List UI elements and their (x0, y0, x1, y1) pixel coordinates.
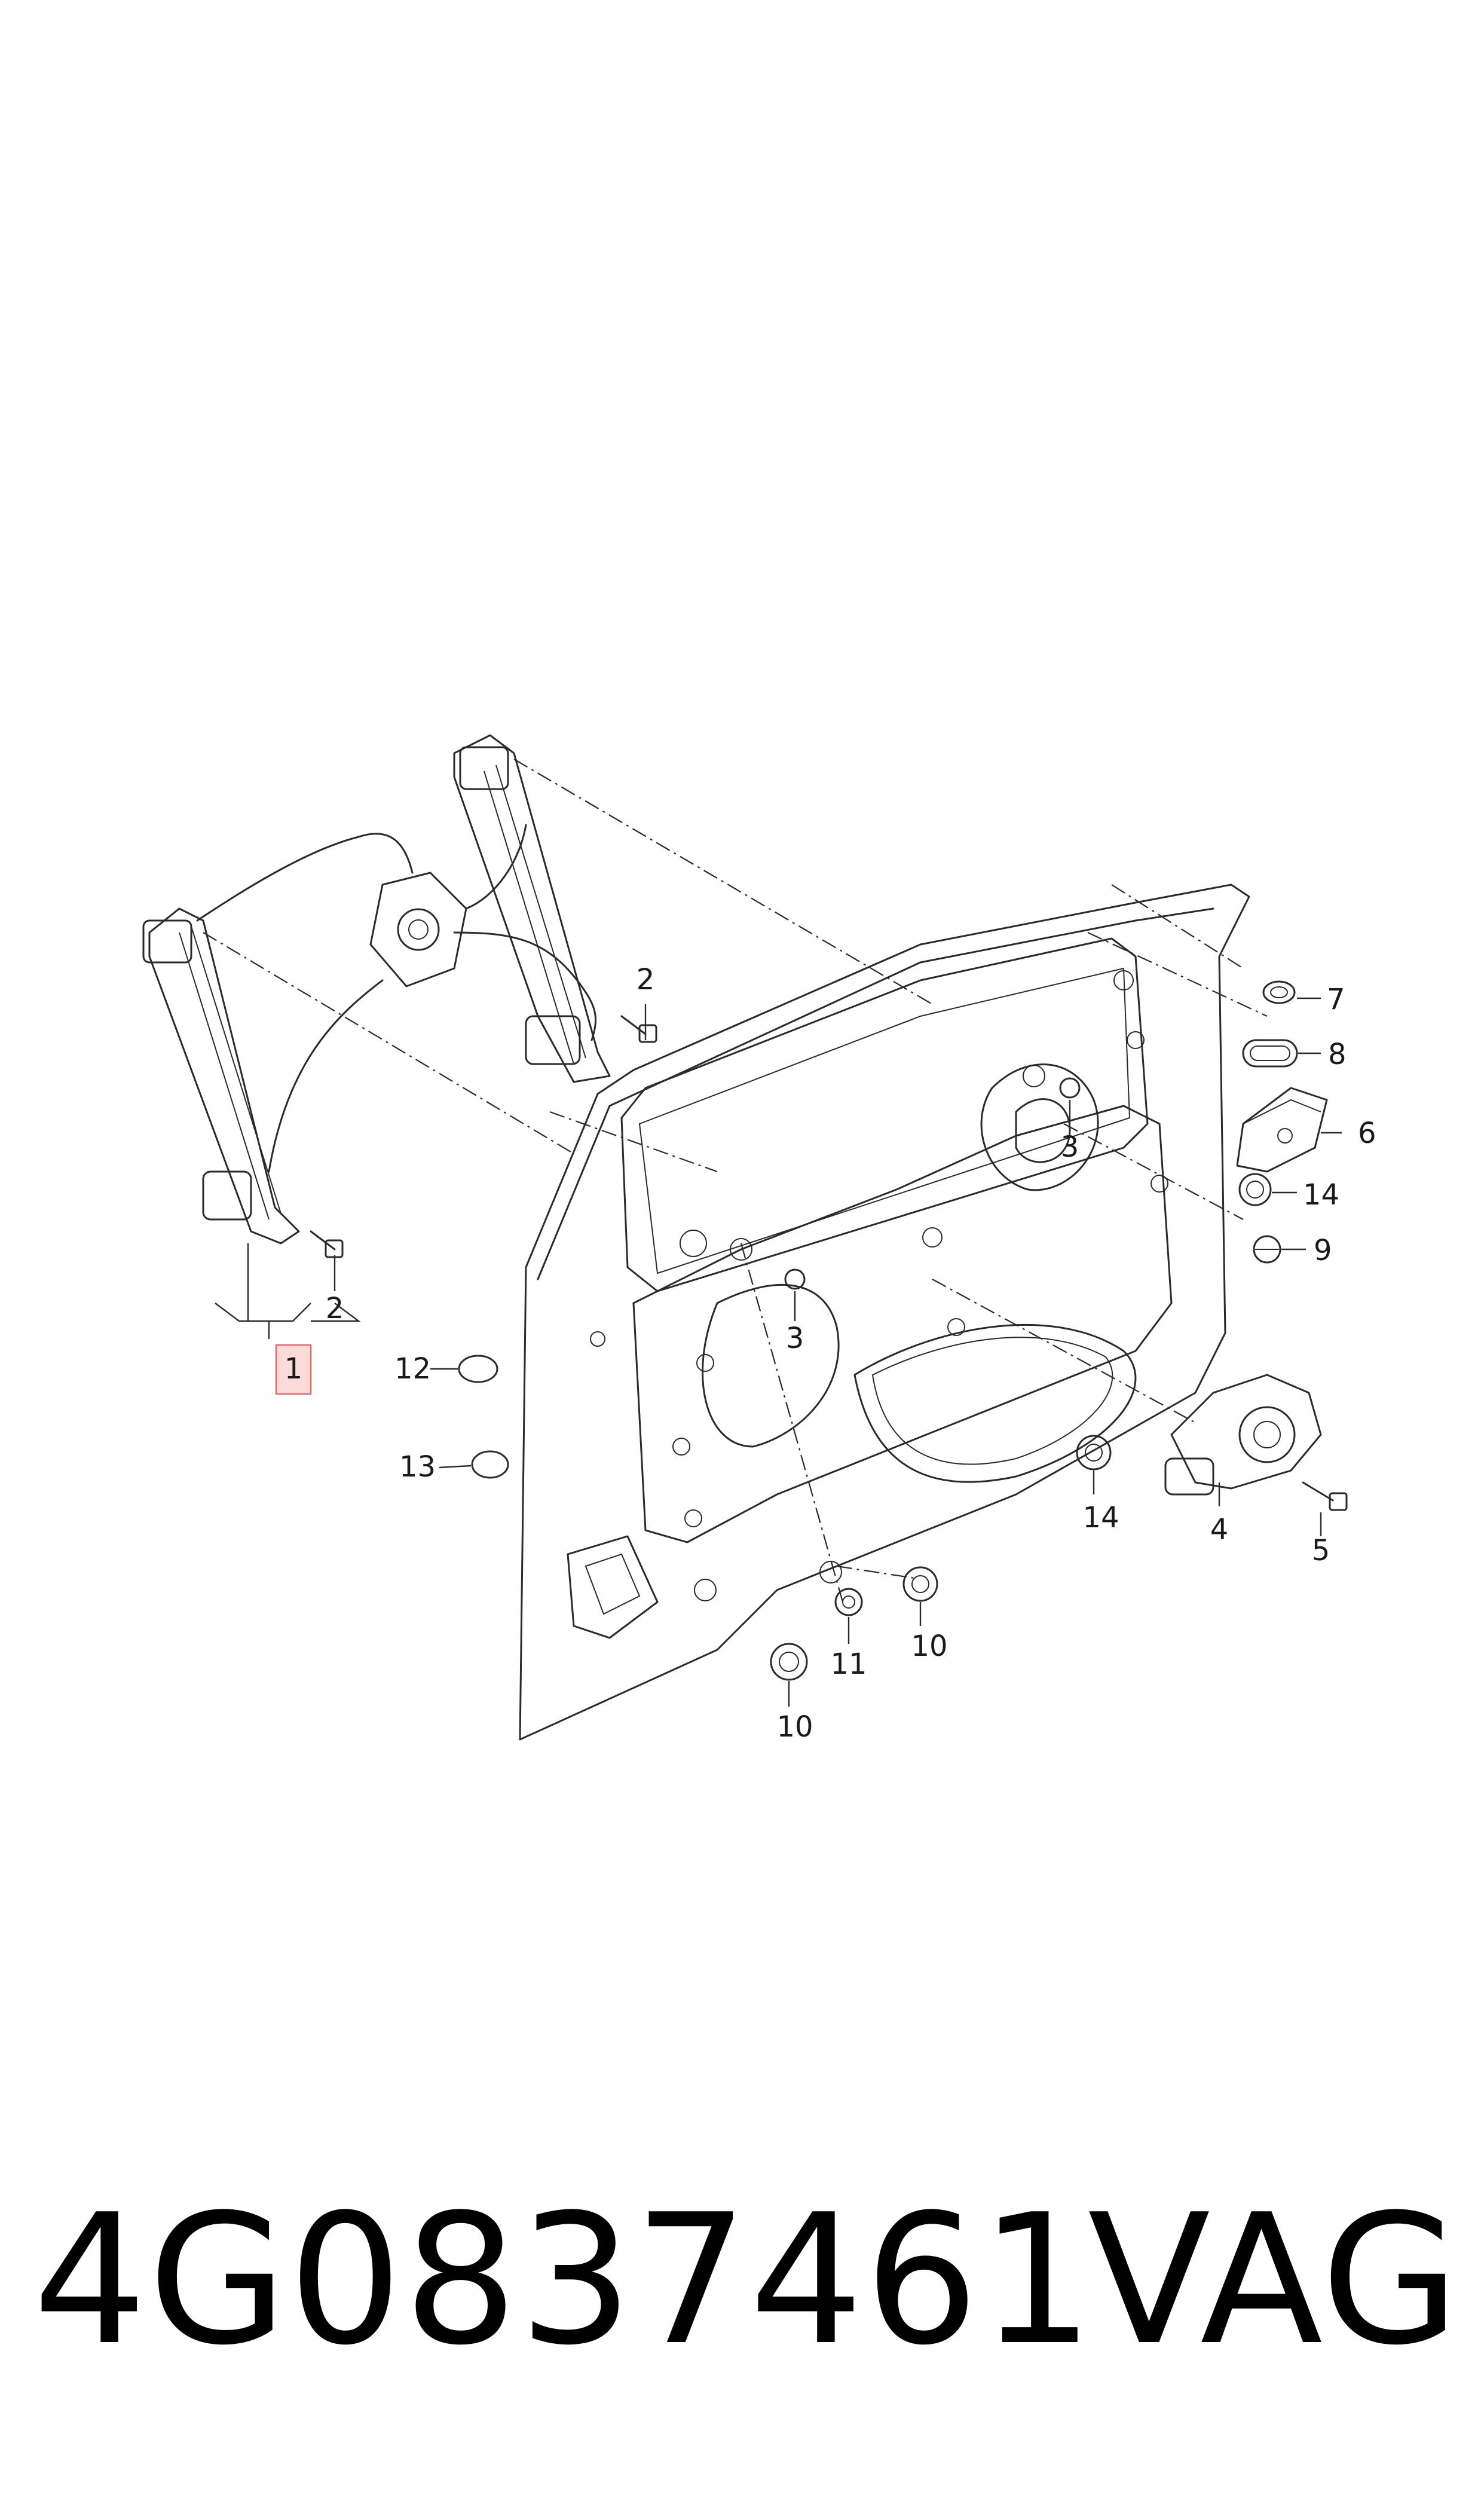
grommet-icon (1262, 980, 1296, 1004)
grommet-icon (770, 1643, 808, 1681)
callout-7[interactable]: 7 (1327, 983, 1345, 1016)
callout-9[interactable]: 9 (1314, 1234, 1332, 1267)
callouts: 1 2 2 3 3 4 5 6 7 8 9 10 10 11 12 13 14 … (275, 963, 1376, 1744)
callout-10[interactable]: 10 (776, 1710, 813, 1744)
highlighted-part-box (275, 1344, 312, 1395)
callout-13[interactable]: 13 (399, 1450, 436, 1484)
oval-seal-icon (1242, 1039, 1298, 1068)
plug-icon (1253, 1235, 1281, 1264)
grommet-icon (1238, 1173, 1272, 1206)
callout-14[interactable]: 14 (1303, 1178, 1339, 1212)
callout-12[interactable]: 12 (394, 1352, 431, 1386)
window-regulator-assembly (142, 734, 657, 1339)
brand-label: VAG (1088, 2176, 1461, 2384)
part-number: 4G0837461 (33, 2176, 1096, 2384)
control-module-icon (1236, 1087, 1328, 1173)
callout-1[interactable]: 1 (284, 1352, 303, 1386)
nut-icon (784, 1268, 806, 1290)
grommet-icon (1076, 1435, 1112, 1471)
callout-3[interactable]: 3 (1061, 1130, 1079, 1164)
callout-8[interactable]: 8 (1328, 1038, 1347, 1071)
callout-10[interactable]: 10 (911, 1630, 947, 1663)
cap-icon (471, 1450, 509, 1479)
bolt-icon (310, 1230, 344, 1258)
alignment-lines (203, 759, 1268, 1603)
callout-2[interactable]: 2 (326, 1292, 344, 1325)
leader-lines (333, 997, 1342, 1707)
bolt-icon (1302, 1481, 1348, 1511)
door-shell (519, 883, 1250, 1741)
callout-14[interactable]: 14 (1082, 1501, 1119, 1534)
callout-2[interactable]: 2 (637, 963, 655, 996)
nut-icon (1059, 1077, 1081, 1099)
small-parts (458, 980, 1348, 1681)
bolt-icon (620, 1015, 657, 1043)
grommet-icon (902, 1566, 938, 1602)
cap-icon (458, 1355, 498, 1383)
callout-4[interactable]: 4 (1210, 1513, 1229, 1546)
window-motor-icon (1164, 1374, 1322, 1496)
callout-3[interactable]: 3 (786, 1322, 804, 1355)
clip-icon (834, 1588, 863, 1616)
callout-11[interactable]: 11 (830, 1647, 867, 1681)
callout-6[interactable]: 6 (1358, 1117, 1376, 1150)
callout-5[interactable]: 5 (1312, 1534, 1330, 1567)
